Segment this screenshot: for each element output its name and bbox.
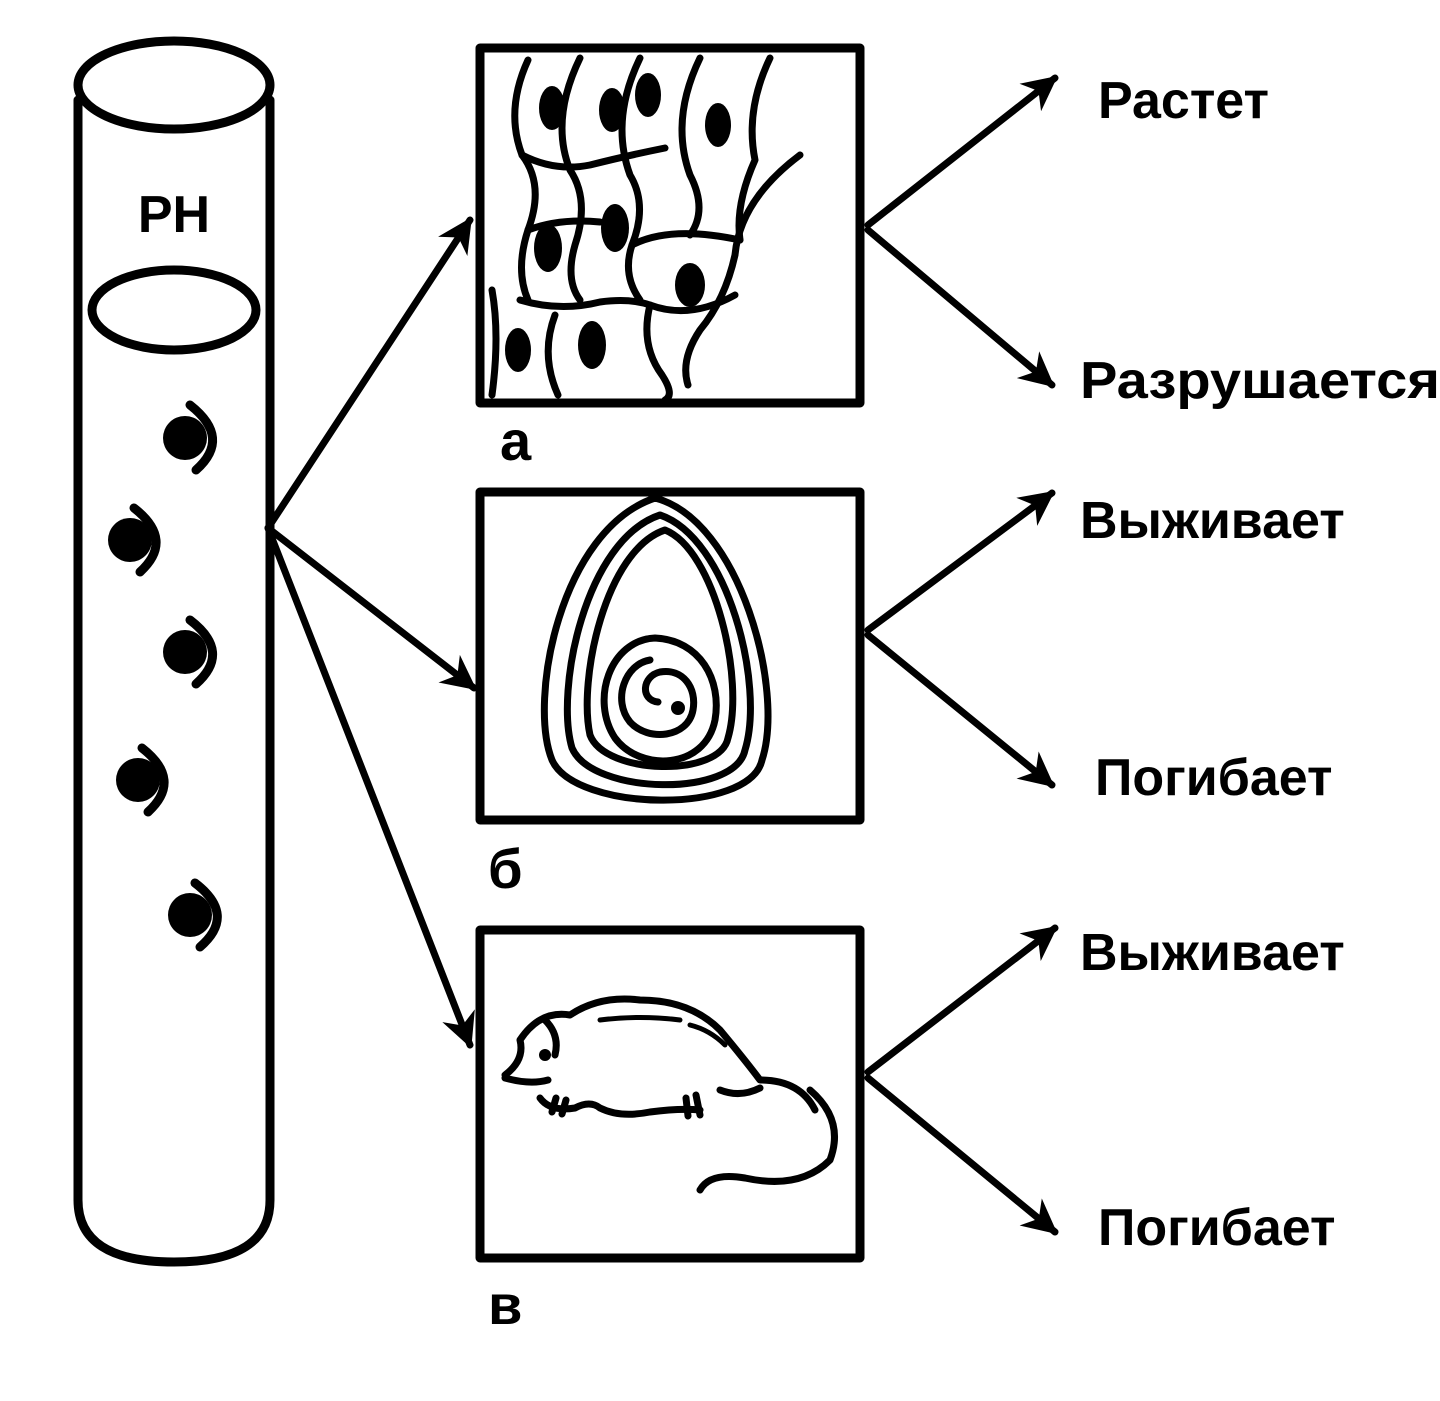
nucleus: [705, 103, 731, 147]
panel-c-letter: в: [488, 1273, 522, 1336]
arrow-panel-c-down: [864, 1074, 1059, 1236]
panel-c: в: [475, 925, 865, 1336]
nucleus: [505, 328, 531, 372]
outcome-dies-b: Погибает: [1095, 749, 1333, 807]
tissue-culture-drawing: [488, 54, 804, 404]
panel-b-letter: б: [488, 837, 523, 900]
nucleus: [675, 263, 705, 307]
panel-b: б: [475, 487, 865, 900]
outcome-dies-c: Погибает: [1098, 1199, 1336, 1257]
liquid-surface: [87, 265, 261, 355]
arrow-to-panel-b: [264, 524, 478, 692]
outcome-labels: Растет Разрушается Выживает Погибает Выж…: [1080, 72, 1440, 1257]
particle: [116, 743, 169, 817]
nucleus: [539, 86, 565, 130]
arrow-panel-a-down: [864, 226, 1056, 389]
panel-c-frame: [475, 925, 865, 1263]
nucleus: [534, 224, 562, 272]
nucleus: [599, 88, 625, 132]
arrow-to-panel-c: [264, 524, 475, 1049]
arrow-panel-b-down: [864, 631, 1056, 789]
outcome-grows: Растет: [1098, 72, 1269, 130]
nucleus: [578, 321, 606, 369]
particle: [163, 615, 217, 689]
outcome-destroyed: Разрушается: [1080, 352, 1440, 410]
nucleus: [635, 73, 661, 117]
tube-body: [73, 95, 275, 1267]
particle: [168, 878, 222, 952]
panel-a-letter: а: [500, 409, 532, 472]
outcome-survives-b: Выживает: [1080, 492, 1345, 550]
tube-rim: [73, 36, 275, 134]
egg-embryo-drawing: [540, 494, 772, 804]
outcome-survives-c: Выживает: [1080, 924, 1345, 982]
nucleus: [601, 204, 629, 252]
panel-a-frame: [475, 43, 865, 408]
tube-label: PH: [138, 186, 210, 244]
test-tube: PH: [73, 36, 275, 1267]
particle: [108, 503, 161, 577]
tube-arrows: [264, 216, 478, 1049]
arrow-panel-c-up: [864, 924, 1059, 1076]
arrow-panel-a-up: [864, 74, 1059, 229]
arrow-panel-b-up: [864, 489, 1056, 634]
mouse-drawing: [501, 995, 838, 1194]
outcome-arrows: [864, 74, 1059, 1236]
cell-particles: [108, 400, 222, 952]
particle: [163, 400, 217, 475]
panel-b-frame: [475, 487, 865, 825]
panel-a: а: [475, 43, 865, 472]
arrow-to-panel-a: [264, 216, 474, 532]
